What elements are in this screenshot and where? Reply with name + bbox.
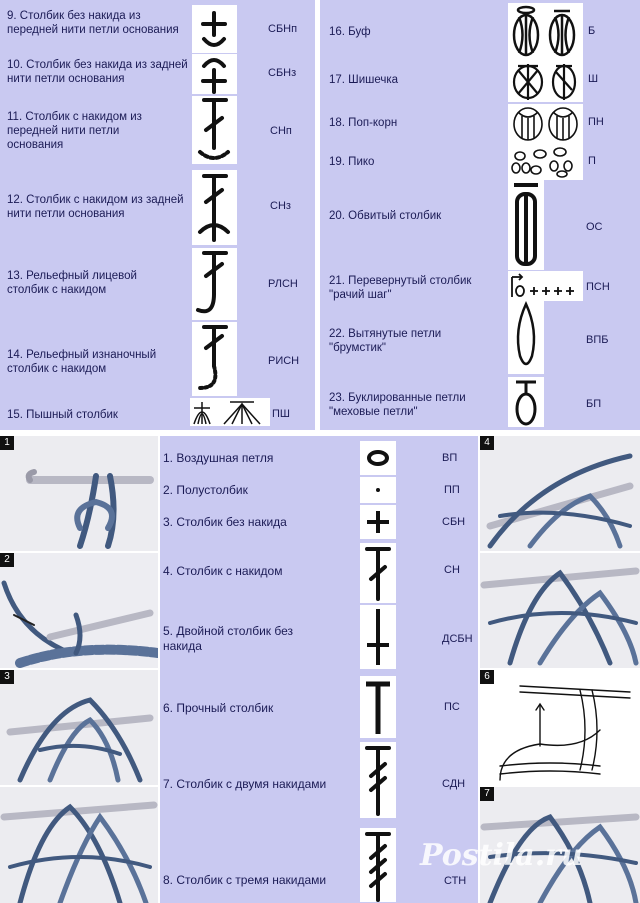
photo-step-4: 4	[480, 436, 640, 551]
stitch-front-post-dc-icon	[192, 248, 237, 320]
stitch-puff-icon	[190, 398, 270, 426]
label-9: 9. Столбик без накида из передней нити п…	[7, 10, 179, 36]
abbr-2: ПП	[444, 484, 460, 496]
stitch-bobble-icon	[508, 3, 583, 61]
bottom-center-panel	[160, 436, 478, 903]
label-10: 10. Столбик без накида из задней нити пе…	[7, 59, 188, 85]
step-badge-1: 1	[0, 436, 14, 450]
abbr-14: РИСН	[268, 355, 300, 367]
abbr-16: Б	[588, 25, 596, 37]
stitch-chain-icon	[360, 441, 396, 475]
stitch-loop-icon	[508, 377, 544, 427]
top-left-panel	[0, 0, 315, 430]
stitch-dc-icon	[360, 543, 396, 603]
abbr-20: ОС	[586, 221, 603, 233]
abbr-8: СТН	[444, 875, 467, 887]
label-11: 11. Столбик с накидом из передней нити п…	[7, 111, 142, 151]
abbr-6: ПС	[444, 701, 460, 713]
top-right-panel	[320, 0, 640, 430]
stitch-sn-front-loop-icon	[192, 96, 237, 164]
label-12: 12. Столбик с накидом из задней нити пет…	[7, 194, 184, 220]
stitch-double-sc-icon	[360, 605, 396, 669]
label-2: 2. Полустолбик	[163, 483, 248, 497]
abbr-5: ДСБН	[442, 633, 473, 645]
abbr-3: СБН	[442, 516, 466, 528]
stitch-picot-icon	[508, 144, 583, 180]
stitch-sbn-back-loop-icon	[192, 54, 237, 94]
stitch-crab-icon	[508, 271, 583, 301]
label-5: 5. Двойной столбик без накида	[163, 624, 294, 653]
abbr-19: П	[588, 155, 596, 167]
label-14: 14. Рельефный изнаночный столбик с накид…	[7, 349, 157, 375]
abbr-17: Ш	[588, 73, 599, 85]
photo-step-5	[480, 553, 640, 668]
abbr-15: ПШ	[272, 408, 290, 420]
stitch-sn-back-loop-icon	[192, 170, 237, 245]
abbr-22: ВПБ	[586, 334, 609, 346]
label-13: 13. Рельефный лицевой столбик с накидом	[7, 270, 137, 296]
abbr-4: СН	[444, 564, 460, 576]
label-22: 22. Вытянутые петли "брумстик"	[329, 328, 442, 354]
step-badge-4: 4	[480, 436, 494, 450]
label-16: 16. Буф	[329, 26, 371, 38]
label-7: 7. Столбик с двумя накидами	[163, 777, 327, 791]
abbr-9: СБНп	[268, 23, 298, 35]
step-badge-6: 6	[480, 670, 494, 684]
stitch-tr-icon	[360, 742, 396, 818]
stitch-sc-icon	[360, 505, 396, 539]
label-8: 8. Столбик с тремя накидами	[163, 873, 327, 887]
stitch-dtr-icon	[360, 828, 396, 902]
label-15: 15. Пышный столбик	[7, 409, 118, 421]
photo-step-7: 7	[480, 787, 640, 903]
abbr-10: СБНз	[268, 67, 297, 79]
abbr-12: СНз	[270, 200, 291, 212]
label-19: 19. Пико	[329, 156, 375, 168]
label-18: 18. Поп-корн	[329, 117, 398, 129]
stitch-cluster-icon	[508, 58, 583, 102]
step-badge-2: 2	[0, 553, 14, 567]
stitch-wrapped-icon	[508, 180, 544, 270]
step-badge-3: 3	[0, 670, 14, 684]
photo-step-2: 2	[0, 553, 158, 668]
stitch-sbn-front-loop-icon	[192, 5, 237, 53]
label-23: 23. Буклированные петли "меховые петли"	[329, 392, 466, 418]
photo-step-6: 6	[480, 670, 640, 785]
label-3: 3. Столбик без накида	[163, 515, 287, 529]
photo-step-1: 1	[0, 436, 158, 551]
abbr-13: РЛСН	[268, 278, 298, 290]
abbr-7: СДН	[442, 778, 466, 790]
label-21: 21. Перевернутый столбик "рачий шаг"	[329, 275, 472, 301]
abbr-18: ПН	[588, 116, 604, 128]
stitch-broomstick-icon	[508, 300, 544, 374]
label-17: 17. Шишечка	[329, 74, 399, 86]
label-1: 1. Воздушная петля	[163, 451, 274, 465]
label-6: 6. Прочный столбик	[163, 701, 274, 715]
label-20: 20. Обвитый столбик	[329, 210, 442, 222]
step-badge-7: 7	[480, 787, 494, 801]
photo-step-3: 3	[0, 670, 158, 785]
watermark: Postila.ru	[420, 838, 583, 873]
label-4: 4. Столбик с накидом	[163, 564, 283, 578]
stitch-slip-icon	[360, 477, 396, 503]
stitch-popcorn-icon	[508, 104, 583, 144]
stitch-back-post-dc-icon	[192, 322, 237, 396]
abbr-1: ВП	[442, 452, 458, 464]
abbr-11: СНп	[270, 125, 292, 137]
abbr-23: БП	[586, 398, 602, 410]
photo-step-3b	[0, 787, 158, 903]
abbr-21: ПСН	[586, 281, 610, 293]
stitch-strong-icon	[360, 676, 396, 738]
